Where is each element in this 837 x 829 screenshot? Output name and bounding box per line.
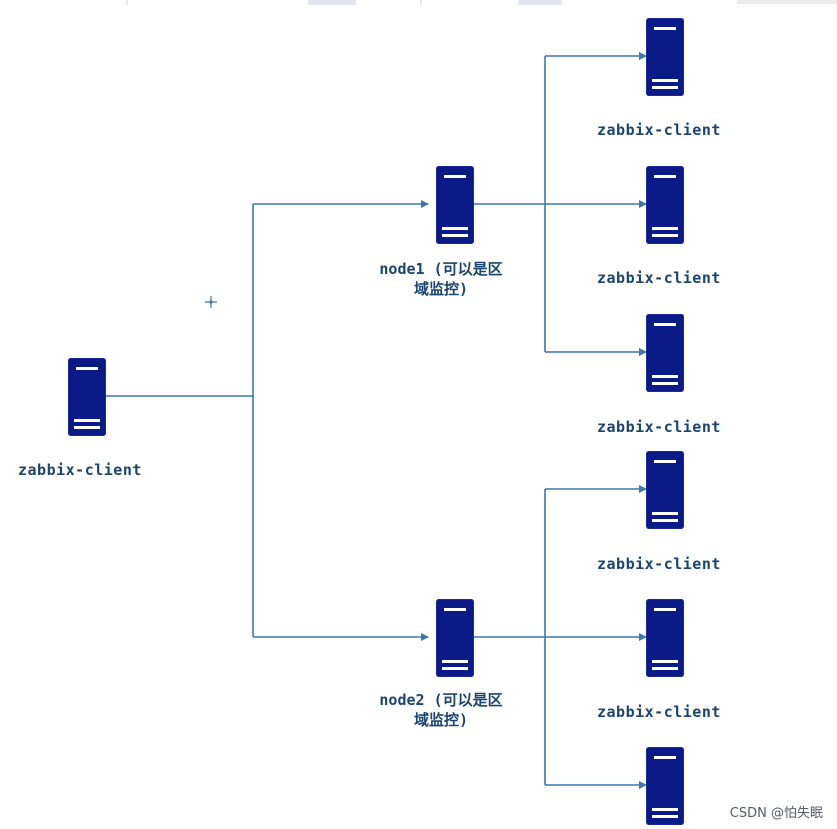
node2-label-line2: 域监控) <box>413 711 469 729</box>
server-icon <box>646 599 684 677</box>
server-icon <box>646 451 684 529</box>
server-icon <box>646 166 684 244</box>
server-icon <box>68 358 106 436</box>
top-strip-mark <box>420 0 422 5</box>
node1-label: node1 (可以是区 域监控) <box>356 259 526 299</box>
client-label: zabbix-client <box>597 418 721 436</box>
top-strip-mark <box>518 0 562 5</box>
top-strip-gray <box>737 0 837 4</box>
client-label: zabbix-client <box>597 269 721 287</box>
node2-label-line1: node2 (可以是区 <box>379 691 503 709</box>
node1-label-line1: node1 (可以是区 <box>379 260 503 278</box>
client-label: zabbix-client <box>597 121 721 139</box>
server-icon <box>436 599 474 677</box>
crosshair-cursor-icon <box>205 296 217 308</box>
top-strip-mark <box>308 0 356 5</box>
server-icon <box>646 747 684 825</box>
watermark: CSDN @怕失眠 <box>729 806 823 821</box>
node1-label-line2: 域监控) <box>413 280 469 298</box>
root-client-label: zabbix-client <box>18 461 142 479</box>
server-icon <box>646 18 684 96</box>
top-strip <box>0 0 837 6</box>
server-icon <box>646 314 684 392</box>
node2-label: node2 (可以是区 域监控) <box>356 690 526 730</box>
client-label: zabbix-client <box>597 555 721 573</box>
top-strip-mark <box>126 0 128 5</box>
client-label: zabbix-client <box>597 703 721 721</box>
server-icon <box>436 166 474 244</box>
